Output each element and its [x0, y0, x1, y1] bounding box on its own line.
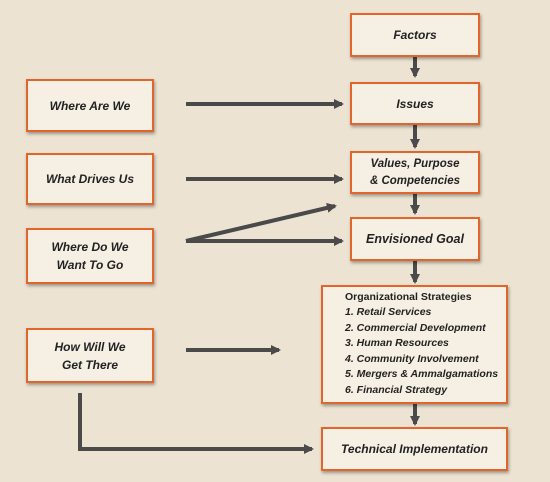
strategy-item: 1. Retail Services — [345, 306, 432, 318]
strategy-item: 6. Financial Strategy — [345, 383, 448, 396]
box-where-do-we-want-to-go: Where Do We Want To Go — [26, 228, 154, 284]
strategy-item: 5. Mergers & Ammalgamations — [345, 368, 499, 380]
box-how-will-we-get-there: How Will We Get There — [26, 328, 154, 383]
box-label: Issues — [396, 96, 434, 111]
strategies-title: Organizational Strategies — [345, 291, 472, 303]
box-label-line2: Want To Go — [56, 258, 124, 272]
arrow-where-go-to-values — [185, 202, 337, 243]
strategy-item: 2. Commercial Development — [345, 321, 486, 334]
box-organizational-strategies: Organizational Strategies 1. Retail Serv… — [321, 285, 508, 404]
box-what-drives-us: What Drives Us — [26, 153, 154, 205]
strategy-item: 3. Human Resources — [345, 337, 449, 349]
box-where-are-we: Where Are We — [26, 79, 154, 132]
box-label: Factors — [393, 28, 437, 42]
box-label-line2: Get There — [61, 357, 118, 372]
box-label-line1: Where Do We — [51, 240, 129, 254]
box-label-line1: How Will We — [54, 339, 126, 354]
box-label-line1: Values, Purpose — [370, 157, 460, 170]
box-label: Where Are We — [49, 98, 131, 113]
box-label: Envisioned Goal — [366, 232, 464, 246]
box-issues: Issues — [350, 82, 480, 125]
arrow-elbow-technical — [78, 393, 314, 454]
box-envisioned-goal: Envisioned Goal — [350, 217, 480, 261]
box-factors: Factors — [350, 13, 480, 57]
box-label: What Drives Us — [45, 172, 135, 186]
box-values-purpose: Values, Purpose & Competencies — [350, 151, 480, 194]
box-technical-implementation: Technical Implementation — [321, 427, 508, 471]
box-label: Technical Implementation — [341, 442, 488, 456]
strategy-item: 4. Community Involvement — [345, 352, 479, 365]
box-label-line2: & Competencies — [369, 174, 461, 187]
